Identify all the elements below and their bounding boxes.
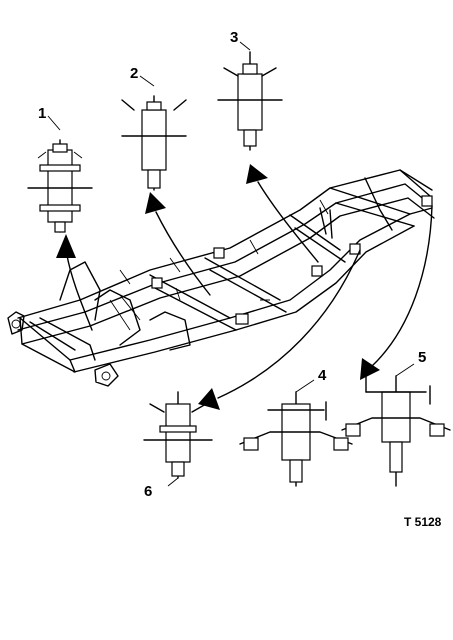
- mount-2: [121, 75, 187, 191]
- callout-3: 3: [230, 29, 238, 46]
- mount-1: [27, 115, 93, 233]
- mount-4: [239, 379, 353, 487]
- mount-6: [143, 391, 213, 487]
- mount-5: [341, 363, 451, 487]
- callout-2: 2: [130, 65, 138, 82]
- callout-4: 4: [318, 367, 327, 384]
- pointer-arrows: [56, 164, 433, 410]
- callout-1: 1: [38, 105, 46, 122]
- vehicle-frame: [7, 169, 435, 387]
- callout-5: 5: [418, 349, 426, 366]
- figure-reference-code: T 5128: [404, 515, 442, 529]
- callout-6: 6: [144, 483, 152, 500]
- mount-3: [217, 41, 283, 151]
